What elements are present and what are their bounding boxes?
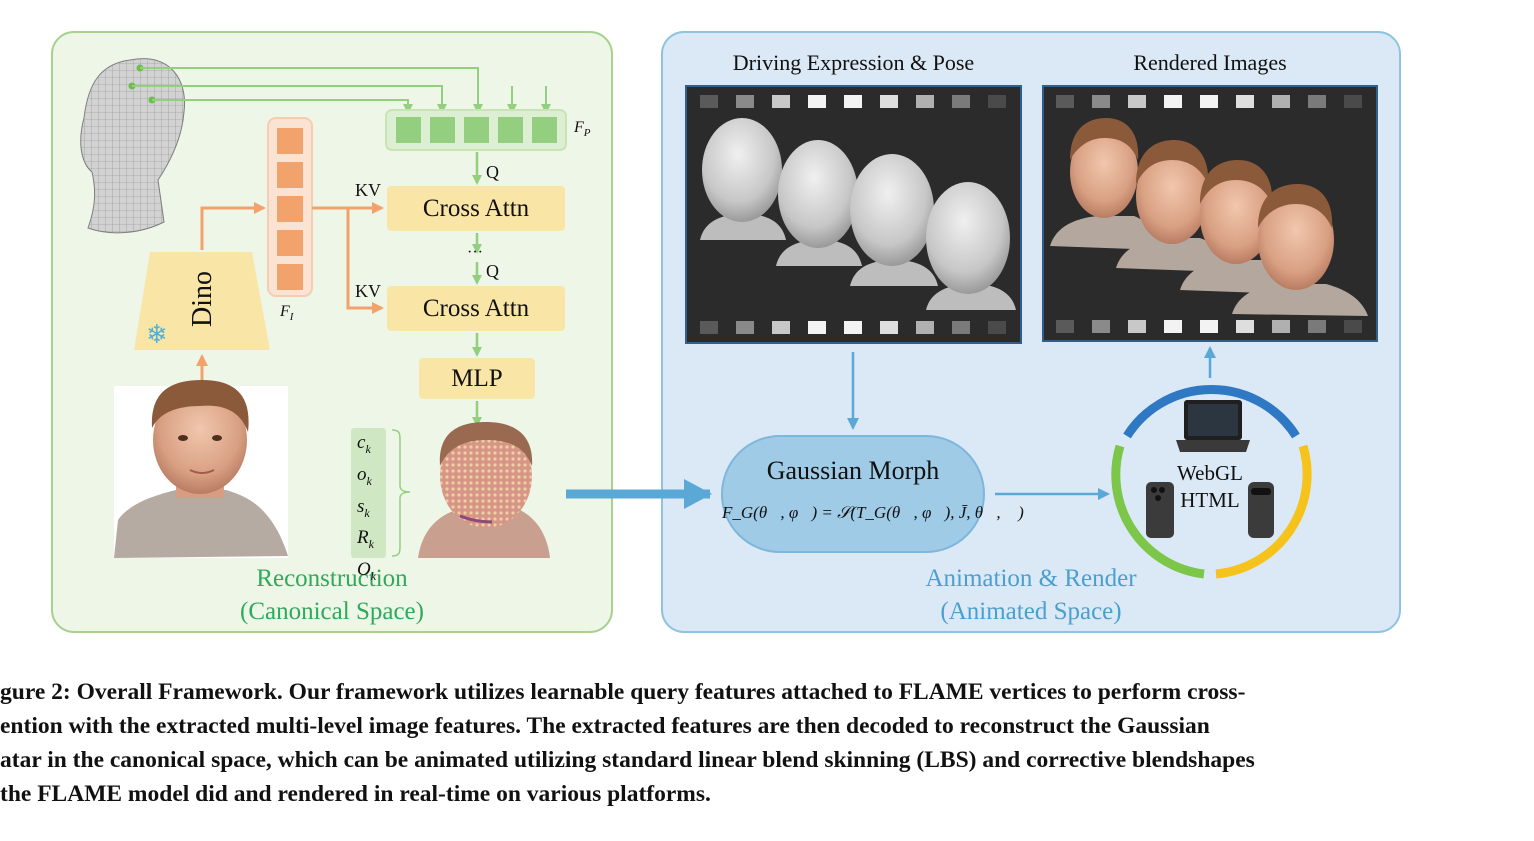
- dino-encoder: [134, 252, 270, 350]
- image-features-symbol: F: [280, 303, 290, 320]
- kv-label-1: KV: [355, 180, 381, 200]
- animation-title-line2: (Animated Space): [940, 598, 1122, 625]
- input-portrait: [114, 380, 288, 558]
- driving-film-strip: [685, 85, 1022, 344]
- rendered-film-title: Rendered Images: [1133, 50, 1287, 75]
- flame-query-links: [132, 67, 551, 114]
- gaussian-morph-box: [721, 435, 985, 553]
- image-features-subscript: I: [289, 311, 294, 324]
- cross-attn-label-2: Cross Attn: [422, 294, 530, 322]
- query-features-symbol: F: [574, 119, 584, 136]
- kv-label-2: KV: [355, 281, 381, 301]
- attr-offset: Ok: [357, 559, 377, 583]
- snowflake-icon: ❄: [146, 320, 168, 350]
- framework-diagram: ❄: [51, 31, 1401, 633]
- query-features-label: FP: [574, 119, 591, 139]
- gaussian-attributes-list: ck ok sk Rk Ok: [357, 430, 376, 589]
- rendered-avatar-frames: [1050, 118, 1368, 316]
- attr-scale: sk: [357, 495, 370, 520]
- smartphone-right-icon: [1248, 482, 1274, 538]
- q-label-2: Q: [486, 261, 499, 281]
- flame-mesh-head: [80, 58, 186, 234]
- query-features-subscript: P: [583, 127, 591, 140]
- dino-label: Dino: [187, 271, 218, 327]
- caption-line-2: ention with the extracted multi-level im…: [0, 713, 1210, 739]
- image-features-label: FI: [280, 303, 293, 323]
- cross-attn-label-1: Cross Attn: [422, 194, 530, 222]
- gaussian-morph-title: Gaussian Morph: [766, 456, 940, 485]
- reconstruction-title-line1: Reconstruction: [256, 565, 408, 592]
- framework-figure: ❄: [51, 31, 1401, 633]
- attr-rotation: Rk: [357, 527, 374, 552]
- attr-opacity: ok: [357, 463, 372, 488]
- gaussian-attributes-bar: [351, 428, 386, 558]
- caption-line-3: atar in the canonical space, which can b…: [0, 747, 1255, 773]
- caption-line-4: the FLAME model did and rendered in real…: [0, 781, 711, 807]
- mlp-box: [419, 358, 535, 399]
- smartphone-left-icon: [1146, 482, 1174, 538]
- reconstruction-title: Reconstruction (Canonical Space): [52, 562, 612, 628]
- caption-line-1: gure 2: Overall Framework. Our framework…: [0, 679, 1246, 705]
- gaussian-morph-formula: F_G(θ⃗, φ⃗) = 𝒮(T_G(θ⃗, φ⃗), J̄, θ⃗, 𝒲): [722, 503, 1024, 522]
- cross-attn-box-1: [387, 186, 565, 231]
- image-feature-tokens: [277, 128, 303, 290]
- animation-arrows: [847, 346, 1216, 500]
- animation-title-line1: Animation & Render: [925, 565, 1137, 592]
- platform-labels: WebGL HTML: [1160, 460, 1260, 514]
- attributes-brace: [391, 429, 411, 557]
- platform-html: HTML: [1180, 488, 1240, 512]
- mlp-label: MLP: [451, 364, 503, 392]
- platform-ring: [1111, 385, 1312, 579]
- attr-color: ck: [357, 432, 371, 456]
- q-label-1: Q: [486, 162, 499, 182]
- stack-dots: ···: [467, 244, 483, 261]
- reconstruction-title-line2: (Canonical Space): [240, 598, 424, 625]
- gaussian-point-head: [418, 422, 550, 558]
- driving-film-title: Driving Expression & Pose: [732, 50, 975, 75]
- rendered-film-strip: [1042, 85, 1378, 342]
- feature-arrows: [196, 202, 384, 384]
- cross-attn-box-2: [387, 286, 565, 331]
- query-tokens: [396, 117, 557, 143]
- laptop-icon: [1176, 400, 1250, 452]
- platform-webgl: WebGL: [1177, 461, 1243, 485]
- driving-grey-heads: [700, 118, 1016, 310]
- animation-title: Animation & Render (Animated Space): [662, 562, 1400, 628]
